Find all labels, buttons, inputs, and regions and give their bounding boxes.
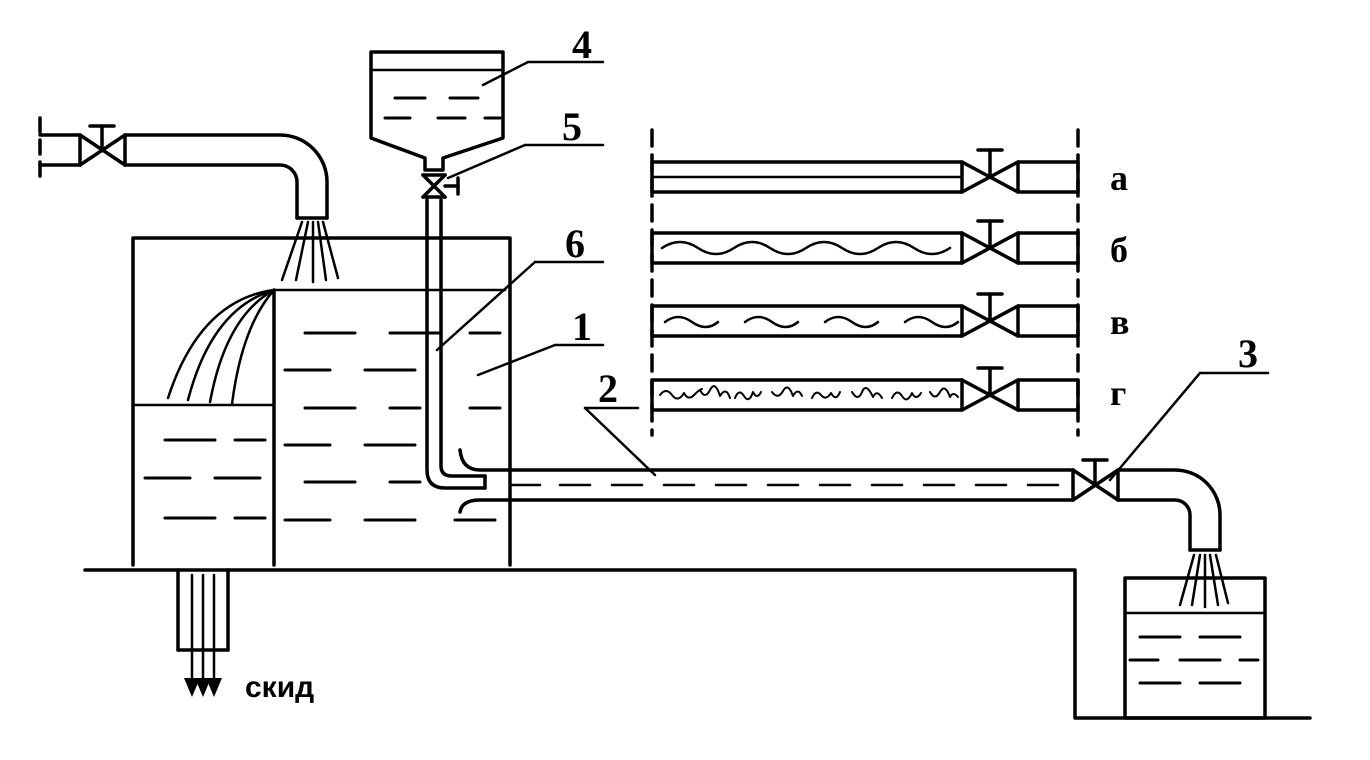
leader-6: [435, 260, 537, 352]
label-4: 4: [572, 22, 592, 67]
drain-pipe: [176, 568, 230, 682]
supply-pipe: [38, 116, 329, 220]
outlet-elbow: [1116, 468, 1222, 552]
regime-v-transitional: [650, 292, 1080, 338]
label-6: 6: [565, 221, 585, 266]
dye-reservoir: [369, 50, 505, 172]
label-5: 5: [562, 104, 582, 149]
drain-label: скид: [245, 671, 314, 704]
regime-a-laminar: [650, 148, 1080, 194]
regime-b-transitional: [650, 219, 1080, 265]
dye-tube: [425, 198, 487, 490]
collecting-vessel: [1123, 576, 1267, 720]
label-2: 2: [598, 366, 618, 411]
label-1: 1: [572, 304, 592, 349]
outlet-water-jet: [1178, 553, 1230, 609]
regime-label-b: б: [1110, 230, 1128, 270]
outlet-valve: [1071, 458, 1120, 502]
leader-1: [476, 343, 557, 377]
regime-label-v: в: [1110, 302, 1129, 342]
regime-g-turbulent: [650, 366, 1080, 412]
supply-water-jet: [280, 220, 340, 284]
leader-lines: [435, 60, 1270, 482]
leader-4: [481, 60, 530, 87]
tank-water-dashes: [143, 331, 502, 522]
leader-2: [583, 406, 657, 477]
leader-3: [1108, 371, 1202, 482]
regime-label-a: а: [1110, 158, 1128, 198]
dye-valve: [421, 173, 460, 199]
regime-label-g: г: [1110, 373, 1126, 413]
leader-5: [446, 143, 527, 180]
test-pipe: [458, 448, 1075, 514]
main-tank: [131, 236, 512, 567]
drain-arrows: [184, 678, 222, 697]
label-3: 3: [1238, 331, 1258, 376]
